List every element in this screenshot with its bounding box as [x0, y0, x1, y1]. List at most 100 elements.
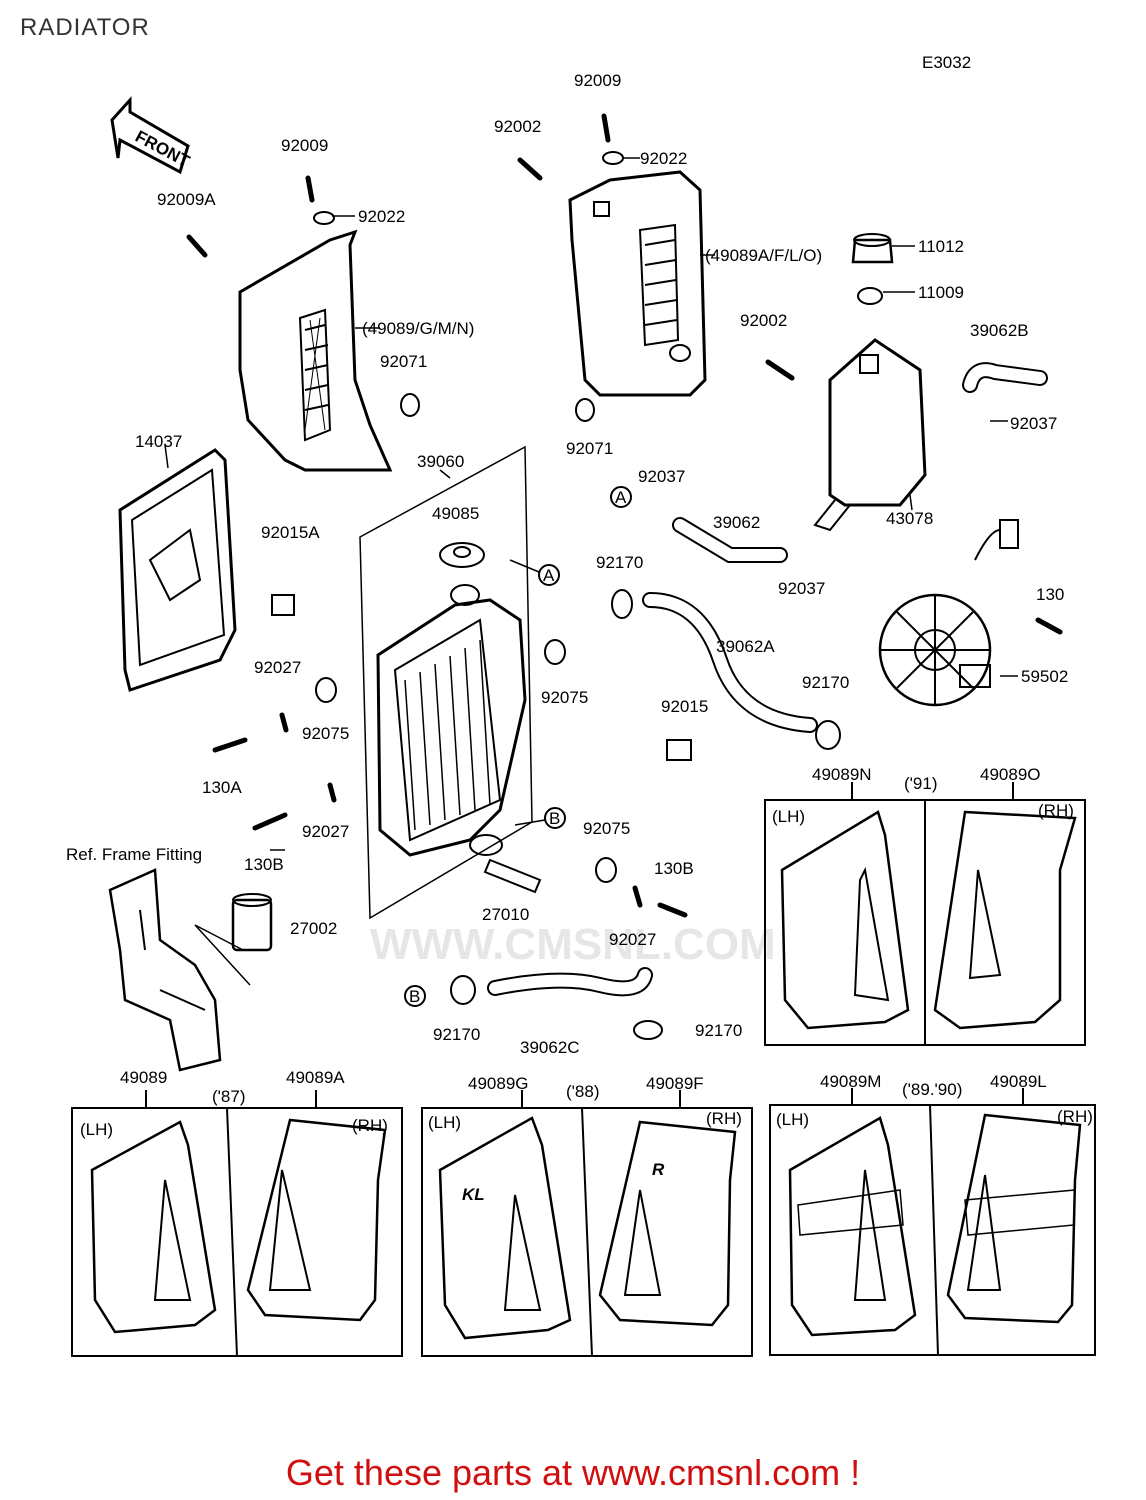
svg-text:(LH): (LH) — [80, 1120, 113, 1139]
svg-text:('89.'90): ('89.'90) — [902, 1080, 962, 1099]
callout-39062C: 39062C — [520, 1038, 580, 1057]
right-shroud — [568, 170, 707, 397]
variant-group-88: 49089G ('88) 49089F (LH) (RH) KL R — [421, 1074, 753, 1357]
svg-text:A: A — [543, 566, 555, 585]
callout-92170-top: 92170 — [596, 553, 643, 572]
callout-39062: 39062 — [713, 513, 760, 532]
callout-92022-right: 92022 — [640, 149, 687, 168]
callout-130: 130 — [1036, 585, 1064, 604]
nut-92015 — [666, 739, 692, 761]
bolts — [186, 113, 1063, 918]
callout-92037-bottom: 92037 — [778, 579, 825, 598]
callout-130B-left: 130B — [244, 855, 284, 874]
nut-92015A — [271, 594, 295, 616]
callout-92071-left: 92071 — [380, 352, 427, 371]
callout-39060: 39060 — [417, 452, 464, 471]
ref-marker-a-2: A — [610, 486, 632, 508]
callout-92075-left: 92075 — [302, 724, 349, 743]
left-shroud — [238, 229, 393, 472]
radiator — [376, 584, 527, 857]
radiator-cap — [439, 542, 485, 568]
fan-switch — [231, 893, 273, 952]
watermark: WWW.CMSNL.COM — [370, 920, 776, 969]
callout-92002-top: 92002 — [494, 117, 541, 136]
callout-59502: 59502 — [1021, 667, 1068, 686]
svg-text:(LH): (LH) — [776, 1110, 809, 1129]
clamp-92170-bottom — [633, 1020, 663, 1040]
washer-92022-right — [602, 151, 624, 165]
svg-text:49089F: 49089F — [646, 1074, 704, 1093]
washer-92022-left — [313, 211, 335, 225]
page-title: RADIATOR — [20, 14, 150, 41]
callout-92022-left: 92022 — [358, 207, 405, 226]
svg-text:(LH): (LH) — [428, 1113, 461, 1132]
callouts: 92009 92002 92022 92009 92009A 92022 (49… — [66, 71, 1068, 1057]
callout-130A: 130A — [202, 778, 242, 797]
callout-39062B: 39062B — [970, 321, 1029, 340]
svg-text:('91): ('91) — [904, 774, 937, 793]
grommet-92075-mid — [544, 639, 566, 665]
footer-link-text[interactable]: Get these parts at www.cmsnl.com ! — [285, 1452, 861, 1493]
callout-130B-right: 130B — [654, 859, 694, 878]
svg-text:R: R — [652, 1160, 665, 1179]
ref-marker-b: B — [514, 807, 566, 829]
svg-text:A: A — [615, 488, 627, 507]
grommet-92075-bottom — [595, 857, 617, 883]
ref-marker-a: A — [509, 559, 560, 586]
callout-92075-bottom: 92075 — [583, 819, 630, 838]
cap-gasket — [857, 287, 883, 305]
callout-11009: 11009 — [918, 283, 964, 302]
callout-92009-left: 92009 — [281, 136, 328, 155]
svg-text:49089A: 49089A — [286, 1068, 345, 1087]
callout-49089AFLO: (49089A/F/L/O) — [705, 246, 822, 265]
callout-92027-bottom: 92027 — [302, 822, 349, 841]
svg-text:(RH): (RH) — [706, 1109, 742, 1128]
callout-92170-left: 92170 — [433, 1025, 480, 1044]
callout-92015A: 92015A — [261, 523, 320, 542]
variant-group-87: 49089 ('87) 49089A (LH) (RH) — [71, 1068, 403, 1357]
svg-text:KL: KL — [462, 1185, 485, 1204]
grommet-92071-left — [400, 393, 420, 417]
callout-92009A: 92009A — [157, 190, 216, 209]
svg-text:49089M: 49089M — [820, 1072, 881, 1091]
grommet-92071-mid — [575, 398, 595, 422]
clamp-92170-top — [611, 589, 633, 619]
callout-43078: 43078 — [886, 509, 933, 528]
svg-text:(RH): (RH) — [1057, 1107, 1093, 1126]
callout-92170-bottom: 92170 — [695, 1021, 742, 1040]
front-arrow-icon: FRONT — [110, 96, 193, 175]
svg-text:B: B — [549, 809, 560, 828]
svg-text:49089: 49089 — [120, 1068, 167, 1087]
callout-92037-right: 92037 — [1010, 414, 1057, 433]
svg-text:49089L: 49089L — [990, 1072, 1047, 1091]
callout-92015: 92015 — [661, 697, 708, 716]
callout-11012: 11012 — [918, 237, 964, 256]
svg-text:('87): ('87) — [212, 1087, 245, 1106]
svg-text:49089N: 49089N — [812, 765, 872, 784]
callout-27002: 27002 — [290, 919, 337, 938]
clamp-92170-left — [450, 975, 476, 1005]
callout-92009-right: 92009 — [574, 71, 621, 90]
reservoir-cap — [851, 233, 894, 264]
radiator-screen — [118, 448, 237, 692]
callout-ref-frame: Ref. Frame Fitting — [66, 845, 202, 864]
clamp-92170-mid — [815, 720, 841, 750]
diagram-code: E3032 — [922, 53, 971, 72]
reservoir-tank — [813, 338, 927, 532]
callout-92027-right: 92027 — [609, 930, 656, 949]
callout-92002-mid: 92002 — [740, 311, 787, 330]
callout-92037-top: 92037 — [638, 467, 685, 486]
callout-39062A: 39062A — [716, 637, 775, 656]
callout-92170-mid: 92170 — [802, 673, 849, 692]
callout-92071-mid: 92071 — [566, 439, 613, 458]
svg-text:('88): ('88) — [566, 1082, 599, 1101]
callout-14037: 14037 — [135, 432, 182, 451]
cooling-fan — [878, 519, 1019, 707]
svg-text:(LH): (LH) — [772, 807, 805, 826]
variant-group-89-90: 49089M ('89.'90) 49089L (LH) (RH) — [769, 1072, 1096, 1356]
callout-49085: 49085 — [432, 504, 479, 523]
callout-49089GMN: (49089/G/M/N) — [362, 319, 474, 338]
callout-27010: 27010 — [482, 905, 529, 924]
svg-text:49089G: 49089G — [468, 1074, 529, 1093]
